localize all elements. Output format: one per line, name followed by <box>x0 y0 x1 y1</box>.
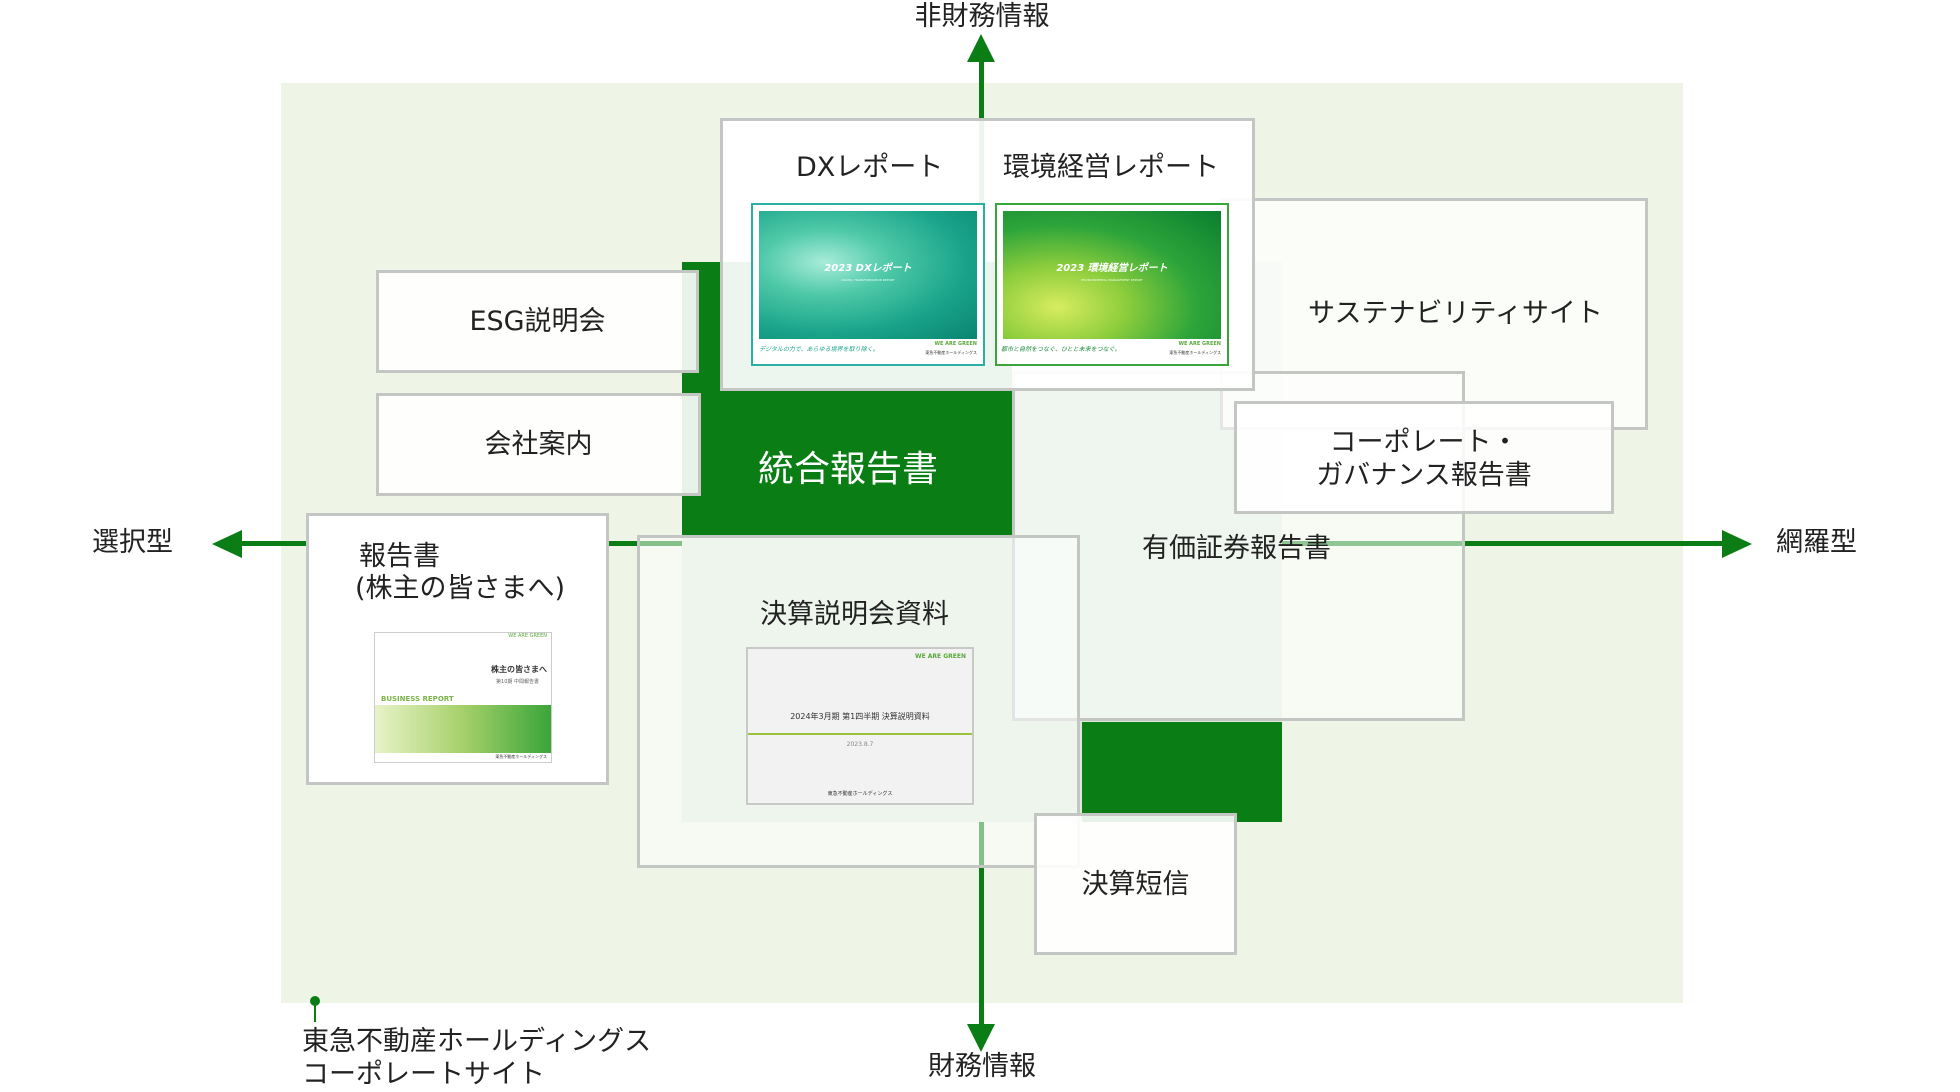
down-arrow-icon <box>967 1024 995 1052</box>
business-thumb-company: 東急不動産ホールディングス <box>495 754 547 759</box>
dx-thumb-subtitle: DIGITAL TRANSFORMATION REPORT <box>841 278 895 282</box>
corporate-site-marker-line <box>314 1004 316 1022</box>
integrated-report-label: 統合報告書 <box>758 449 939 490</box>
right-arrow-icon <box>1722 530 1752 558</box>
business-thumb-title: 株主の皆さまへ <box>491 665 547 674</box>
env-thumb-title: 2023 環境経営レポート <box>1056 263 1168 274</box>
corporate-site-label-line1[interactable]: 東急不動産ホールディングス <box>302 1026 652 1057</box>
earnings-flash-box[interactable]: 決算短信 <box>1034 813 1237 955</box>
dx-env-reports-box[interactable]: DXレポート 環境経営レポート 2023 DXレポート DIGITAL TRAN… <box>720 118 1255 391</box>
axis-label-selective: 選択型 <box>92 527 173 558</box>
dx-thumb-brand: WE ARE GREEN <box>934 341 977 347</box>
shareholder-report-box[interactable]: 報告書 (株主の皆さまへ) WE ARE GREEN 株主の皆さまへ 第10期 … <box>306 513 609 785</box>
env-report-thumbnail[interactable]: 2023 環境経営レポート ENVIRONMENTAL MANAGEMENT R… <box>995 203 1229 366</box>
env-thumb-tagline: 都市と自然をつなぐ、ひとと未来をつなぐ。 <box>1001 346 1121 353</box>
governance-report-box[interactable]: コーポレート・ ガバナンス報告書 <box>1234 401 1614 514</box>
env-thumb-brand: WE ARE GREEN <box>1178 341 1221 347</box>
env-thumb-subtitle: ENVIRONMENTAL MANAGEMENT REPORT <box>1081 278 1143 282</box>
axis-label-non-financial: 非財務情報 <box>914 1 1050 32</box>
governance-report-label-line1: コーポレート・ <box>1329 427 1519 458</box>
company-profile-box[interactable]: 会社案内 <box>376 393 701 496</box>
earnings-thumb-company: 東急不動産ホールディングス <box>827 791 893 797</box>
dx-thumb-title: 2023 DXレポート <box>824 263 912 274</box>
dx-report-label: DXレポート <box>796 152 944 183</box>
earnings-flash-label: 決算短信 <box>1081 869 1190 900</box>
up-arrow-icon <box>967 34 995 62</box>
dx-report-thumbnail[interactable]: 2023 DXレポート DIGITAL TRANSFORMATION REPOR… <box>751 203 985 366</box>
corporate-site-label-line2[interactable]: コーポレートサイト <box>302 1059 545 1090</box>
company-profile-label: 会社案内 <box>484 429 593 460</box>
dx-thumb-cover <box>759 211 977 339</box>
business-thumb-label: BUSINESS REPORT <box>381 695 454 703</box>
env-report-label: 環境経営レポート <box>1003 152 1219 183</box>
securities-report-label: 有価証券報告書 <box>1142 533 1331 564</box>
left-arrow-icon <box>212 530 242 558</box>
earnings-thumb-title: 2024年3月期 第1四半期 決算説明資料 <box>790 712 930 721</box>
dx-thumb-company: 東急不動産ホールディングス <box>925 350 977 355</box>
axis-label-financial: 財務情報 <box>928 1051 1036 1082</box>
dx-thumb-tagline: デジタルの力で、あらゆる境界を取り除く。 <box>759 346 879 353</box>
esg-briefing-box[interactable]: ESG説明会 <box>376 270 699 373</box>
business-thumb-period: 第10期 中間報告書 <box>496 679 539 685</box>
shareholder-report-label-line2: (株主の皆さまへ) <box>355 573 566 604</box>
earnings-thumb-rule <box>748 733 972 735</box>
business-report-thumbnail[interactable]: WE ARE GREEN 株主の皆さまへ 第10期 中間報告書 BUSINESS… <box>374 632 552 763</box>
earnings-materials-label: 決算説明会資料 <box>760 599 949 630</box>
esg-briefing-label: ESG説明会 <box>469 306 606 337</box>
corporate-site-marker-dot <box>310 996 320 1006</box>
env-thumb-cover <box>1003 211 1221 339</box>
axis-label-comprehensive: 網羅型 <box>1776 527 1857 558</box>
earnings-thumb-date: 2023.8.7 <box>846 741 874 748</box>
business-thumb-brand: WE ARE GREEN <box>508 633 547 639</box>
env-thumb-company: 東急不動産ホールディングス <box>1169 350 1221 355</box>
governance-report-label-line2: ガバナンス報告書 <box>1316 460 1532 491</box>
earnings-materials-thumbnail[interactable]: WE ARE GREEN 2024年3月期 第1四半期 決算説明資料 2023.… <box>746 647 974 805</box>
shareholder-report-label-line1: 報告書 <box>359 541 440 572</box>
earnings-thumb-brand: WE ARE GREEN <box>914 653 966 660</box>
sustainability-site-label: サステナビリティサイト <box>1308 298 1603 329</box>
business-thumb-green-band <box>375 705 551 753</box>
